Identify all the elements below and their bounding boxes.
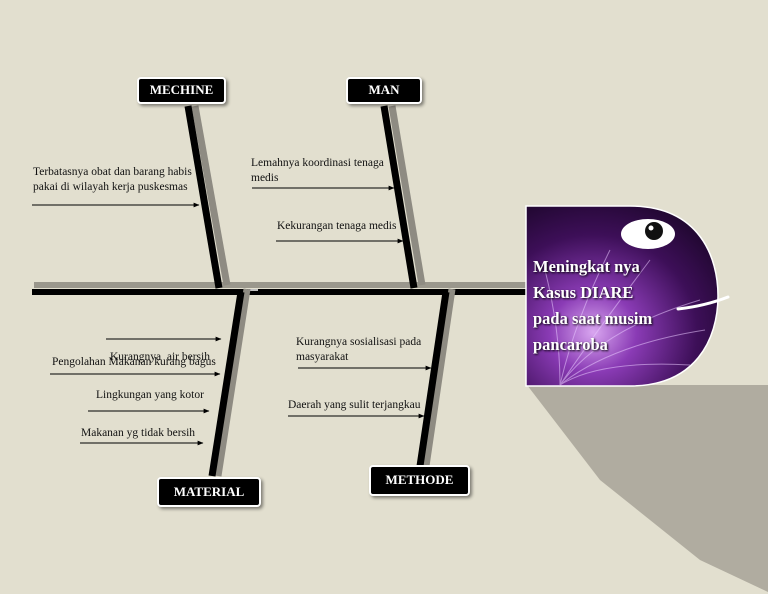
- fish-mouth: [676, 295, 730, 311]
- category-material: MATERIAL: [157, 477, 261, 507]
- bone-methode: [416, 291, 450, 467]
- cause-material-2: Pengolahan Makanan kurang bagus: [52, 356, 216, 368]
- bone-shadow-man: [388, 105, 426, 286]
- bone-material: [208, 291, 245, 477]
- effect-title: Meningkat nya Kasus DIARE pada saat musi…: [533, 257, 653, 354]
- bone-man: [380, 105, 418, 289]
- head-shadow: [527, 385, 768, 592]
- cause-material-4: Makanan yg tidak bersih: [81, 427, 196, 439]
- cause-man-2: Kekurangan tenaga medis: [277, 220, 397, 232]
- category-methode: METHODE: [369, 465, 470, 496]
- fish-eye-icon: [621, 219, 675, 249]
- bone-mechine: [184, 105, 223, 289]
- bone-shadow-mechine: [191, 105, 231, 286]
- cause-material-1: Kurangnya air bersih: [110, 351, 210, 363]
- bone-shadow-material: [214, 288, 251, 477]
- fish-head: [525, 205, 719, 387]
- cause-man-1: Lemahnya koordinasi tenaga medis: [251, 157, 384, 184]
- spine: [32, 289, 528, 295]
- category-mechine: MECHINE: [137, 77, 226, 104]
- category-man: MAN: [346, 77, 422, 104]
- head-petals: [544, 249, 706, 386]
- bone-shadow-methode: [422, 288, 456, 467]
- cause-mechine-1: Terbatasnya obat dan barang habis pakai …: [33, 166, 192, 193]
- cause-methode-1: Kurangnya sosialisasi pada masyarakat: [296, 336, 422, 363]
- cause-methode-2: Daerah yang sulit terjangkau: [288, 399, 421, 411]
- cause-material-3: Lingkungan yang kotor: [96, 389, 204, 401]
- spine-shadow: [34, 282, 528, 288]
